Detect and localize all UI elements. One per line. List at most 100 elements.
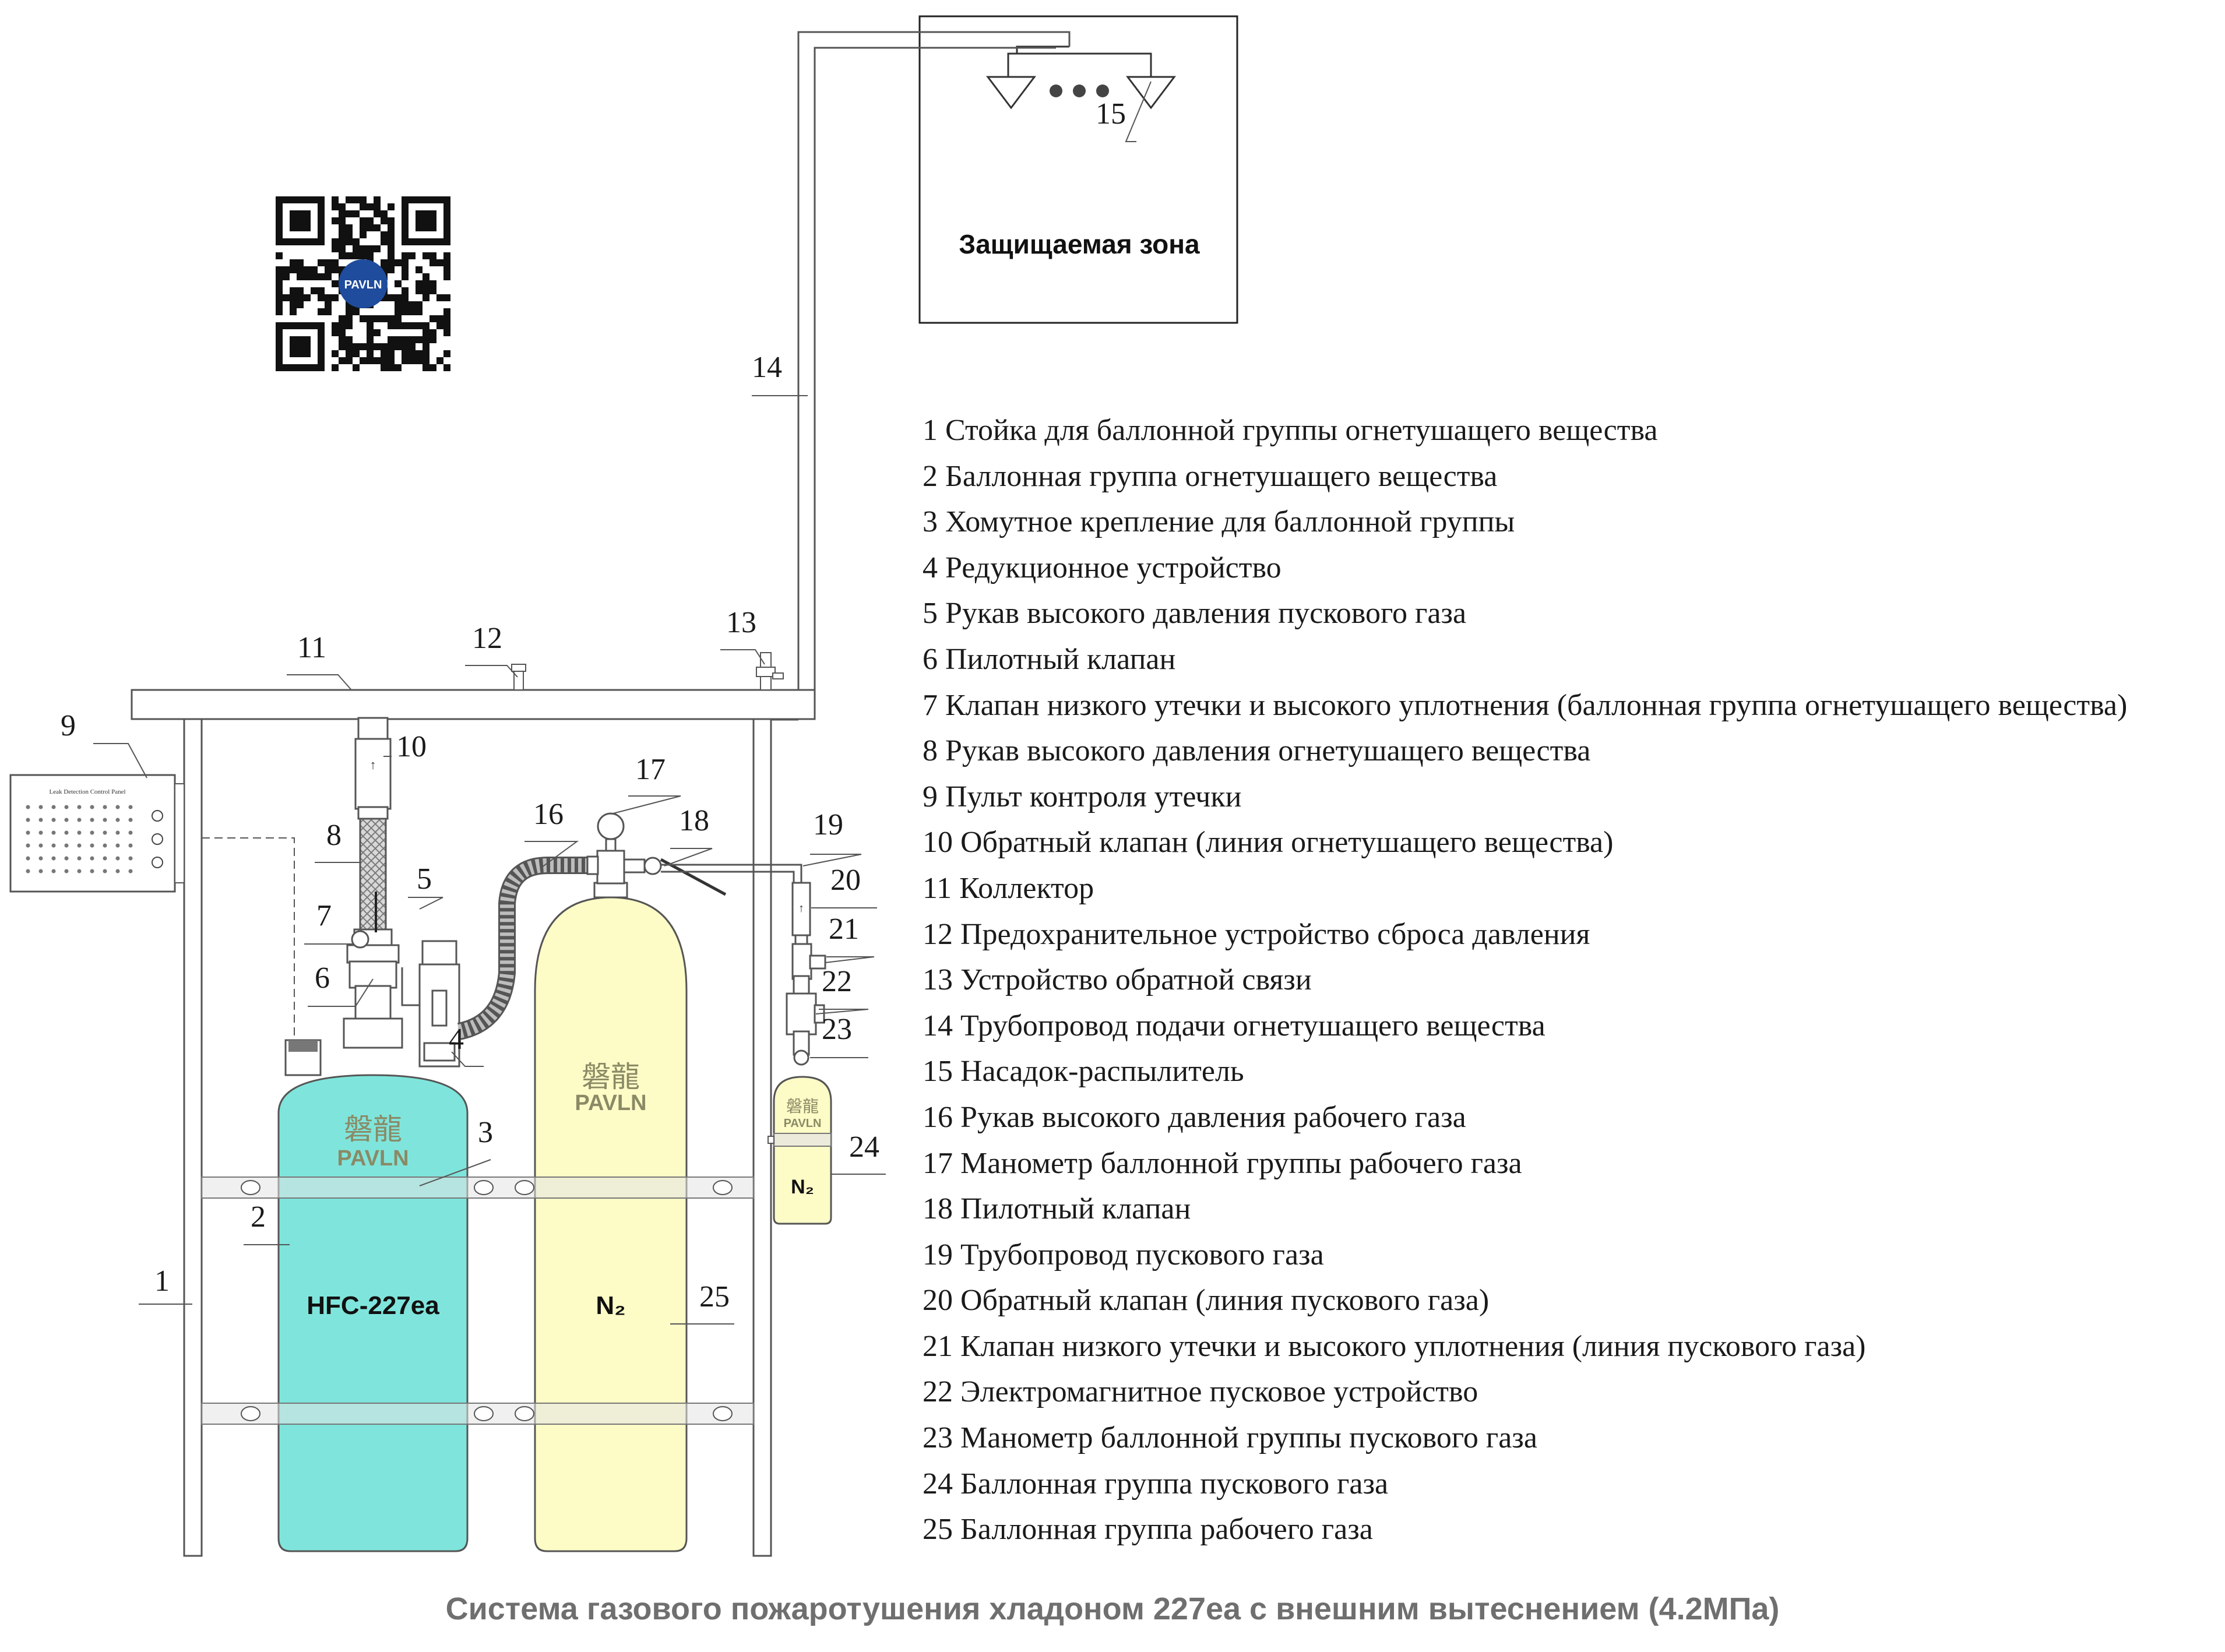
panel-indicator: [90, 805, 94, 809]
starter-label: N₂: [791, 1176, 814, 1198]
callout-5: 5: [417, 862, 432, 896]
qr-module: [423, 364, 429, 371]
callout-1: 1: [154, 1264, 170, 1298]
panel-indicator: [128, 869, 133, 873]
qr-module: [409, 357, 416, 364]
qr-module: [381, 210, 388, 217]
qr-module: [346, 210, 353, 217]
qr-module: [360, 357, 367, 364]
qr-module: [409, 336, 416, 343]
qr-module: [388, 315, 395, 322]
agent-brand: PAVLN: [337, 1146, 409, 1171]
qr-module: [436, 315, 443, 322]
qr-module: [297, 294, 304, 301]
qr-module: [290, 259, 297, 266]
qr-module: [423, 322, 429, 329]
qr-module: [374, 357, 381, 364]
qr-module: [346, 252, 353, 259]
nozzle-group: [985, 45, 1177, 110]
qr-module: [374, 196, 381, 203]
qr-module: [423, 273, 429, 280]
strap-bolt: [515, 1406, 534, 1421]
callout-7: 7: [316, 899, 332, 932]
qr-module: [353, 308, 360, 315]
manifold: [131, 689, 816, 720]
legend-item: 4 Редукционное устройство: [923, 551, 1282, 584]
strap-bolt: [241, 1180, 260, 1195]
qr-module: [283, 294, 290, 301]
qr-module: [395, 294, 402, 301]
qr-module: [402, 294, 409, 301]
qr-module: [416, 280, 423, 287]
callout-18: 18: [679, 804, 709, 837]
qr-module: [283, 266, 290, 273]
qr-module: [402, 357, 409, 364]
qr-finder: [416, 210, 436, 231]
qr-module: [423, 343, 429, 350]
qr-module: [436, 357, 443, 364]
legend-item: 11 Коллектор: [923, 871, 1094, 905]
starter-line-valves: ↑: [786, 882, 826, 1066]
legend-item: 10 Обратный клапан (линия огнетушащего в…: [923, 826, 1614, 860]
strap-bolt: [713, 1406, 733, 1421]
legend-item: 15 Насадок-распылитель: [923, 1055, 1244, 1089]
qr-module: [443, 259, 450, 266]
qr-module: [297, 273, 304, 280]
qr-module: [381, 343, 388, 350]
callout-10: 10: [396, 730, 427, 763]
panel-indicator: [115, 830, 120, 835]
panel-indicator: [90, 818, 94, 822]
panel-indicator: [64, 856, 69, 861]
qr-module: [402, 336, 409, 343]
callout-22: 22: [822, 965, 852, 998]
leader-line: [419, 1159, 491, 1186]
qr-module: [346, 308, 353, 315]
qr-module: [332, 196, 339, 203]
qr-module: [429, 364, 436, 371]
qr-module: [429, 336, 436, 343]
qr-module: [395, 280, 402, 287]
qr-module: [381, 364, 388, 371]
qr-module: [276, 294, 283, 301]
panel-indicator: [38, 843, 43, 848]
qr-module: [423, 357, 429, 364]
qr-module: [443, 308, 450, 315]
callout-19: 19: [813, 808, 843, 841]
qr-module: [297, 287, 304, 294]
working-gas-hose: [457, 857, 594, 1040]
callout-24: 24: [849, 1130, 879, 1164]
qr-module: [332, 329, 339, 336]
leader-line: [1125, 81, 1152, 142]
starter-cylinder: 磐龍 PAVLN N₂: [768, 1076, 832, 1225]
qr-module: [388, 350, 395, 357]
qr-module: [409, 301, 416, 308]
panel-indicator: [103, 818, 107, 822]
qr-module: [402, 301, 409, 308]
qr-module: [436, 259, 443, 266]
panel-indicator: [115, 843, 120, 848]
qr-module: [395, 343, 402, 350]
qr-module: [360, 203, 367, 210]
qr-module: [402, 350, 409, 357]
qr-module: [374, 329, 381, 336]
qr-module: [290, 308, 297, 315]
qr-module: [374, 210, 381, 217]
legend-item: 1 Стойка для баллонной группы огнетушаще…: [923, 414, 1658, 447]
qr-module: [367, 357, 374, 364]
qr-module: [443, 322, 450, 329]
panel-indicator: [26, 805, 30, 809]
qr-module: [388, 343, 395, 350]
qr-module: [360, 245, 367, 252]
qr-module: [374, 315, 381, 322]
callout-15: 15: [1096, 97, 1126, 131]
panel-indicator: [26, 843, 30, 848]
qr-module: [388, 224, 395, 231]
panel-indicator: [115, 856, 120, 861]
qr-module: [429, 280, 436, 287]
legend-item: 24 Баллонная группа пускового газа: [923, 1467, 1389, 1500]
qr-module: [332, 364, 339, 371]
panel-indicator: [90, 869, 94, 873]
qr-module: [339, 224, 346, 231]
panel-indicator: [103, 805, 107, 809]
qr-module: [360, 231, 367, 238]
